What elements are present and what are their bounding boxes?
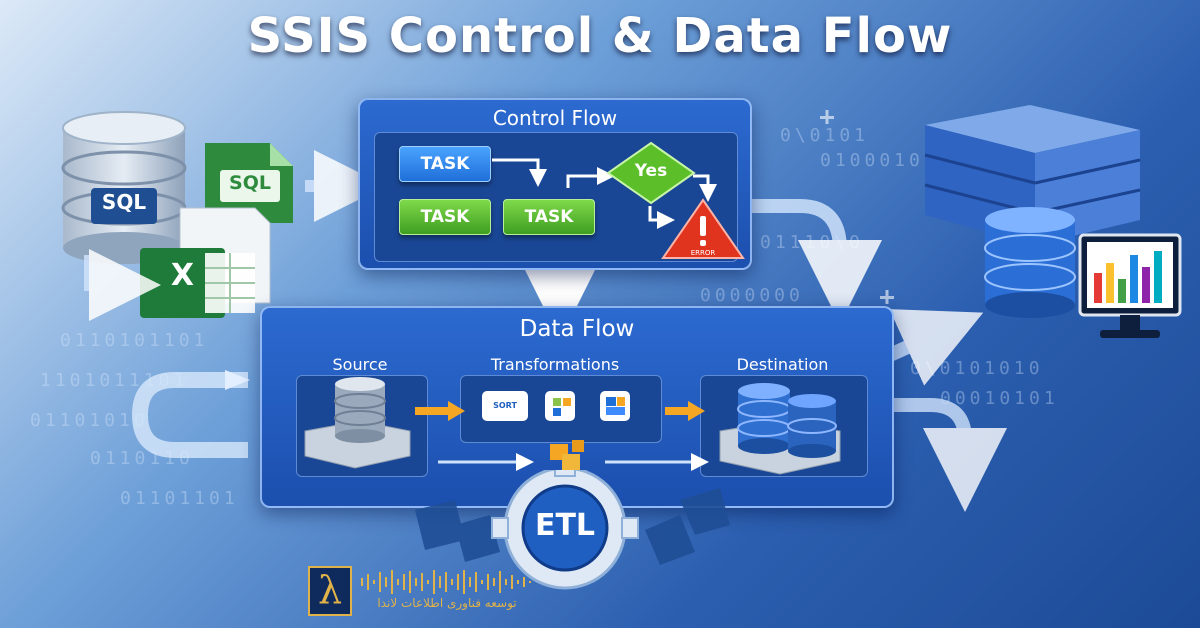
source-server-icon [304,377,411,469]
sort-icon [482,391,528,421]
gear-icon [491,470,639,590]
binary-text: 0100010 [820,150,924,171]
page-title: SSIS Control & Data Flow [247,8,953,64]
task-box[interactable]: TASK [399,199,491,235]
binary-text: 0110101101 [60,330,209,351]
logo-symbol: λ [308,566,352,616]
binary-text: 0000000 [700,285,804,306]
excel-icon [140,207,271,318]
sql-file-icon [205,143,293,223]
logo-text: توسعه فناوری اطلاعات لاندا [377,596,517,610]
excel-label: X [170,258,195,293]
decision-label: Yes [634,161,668,181]
sql-file-label: SQL [229,172,271,194]
data-flow-graphics [304,377,841,475]
sound-wave-graphic [361,570,531,594]
puzzle-icon [550,440,584,470]
transformations-label: Transformations [490,355,620,374]
decision-diamond [606,141,696,205]
binary-text: 00010101 [940,388,1059,409]
data-flow-title: Data Flow [519,316,635,342]
task-box[interactable]: TASK [399,146,491,182]
control-flow-title: Control Flow [492,106,618,130]
etl-gear-graphic [415,470,730,590]
monitor-chart-icon [1078,233,1182,338]
database-icon [984,207,1076,318]
destination-label: Destination [736,355,829,374]
binary-text: 01101101 [120,488,239,509]
binary-text: 0\0101 [780,125,870,146]
source-label: Source [332,355,388,374]
binary-text: 01101010 [30,410,149,431]
error-label: ERROR [690,249,716,257]
etl-label: ETL [534,508,596,543]
destination-server-icon [719,383,841,475]
sort-label: SORT [493,401,517,410]
control-flow-connectors [492,141,745,259]
sql-db-label: SQL [101,190,147,214]
server-and-monitor-graphic [924,105,1182,338]
error-icon [661,198,745,259]
task-box[interactable]: TASK [503,199,595,235]
